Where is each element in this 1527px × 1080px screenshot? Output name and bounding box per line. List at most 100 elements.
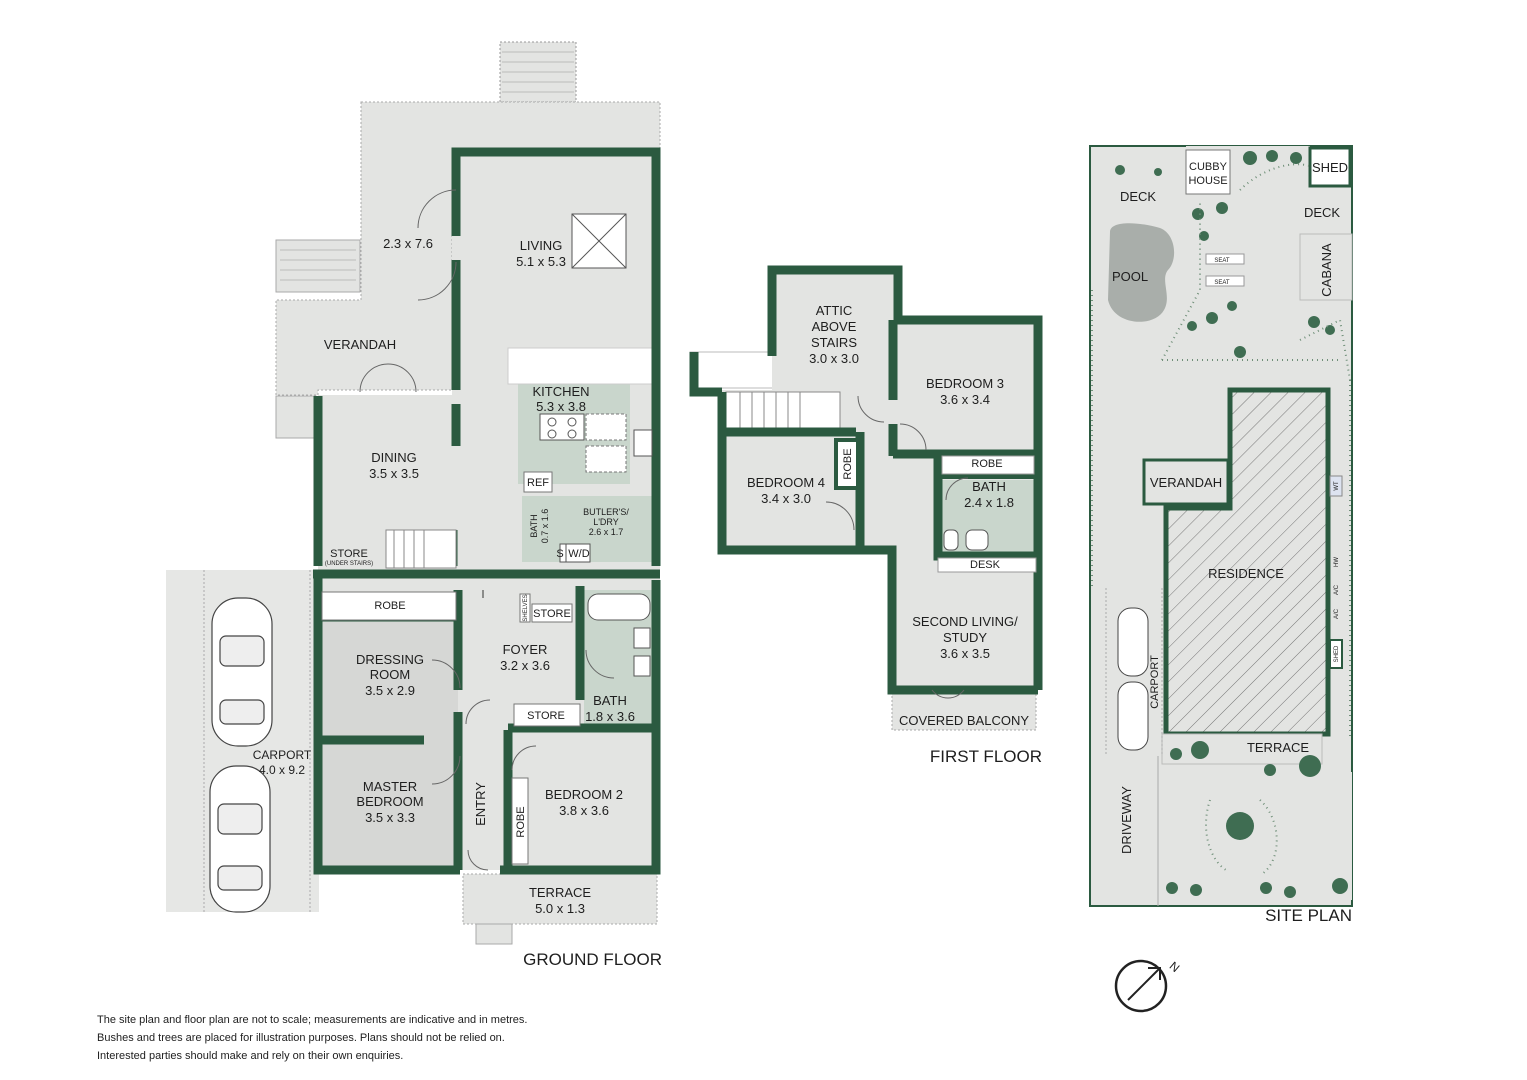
cubby-house-box	[1185, 149, 1231, 195]
shed-label: SHED	[1312, 160, 1348, 175]
robe-3-box	[941, 455, 1035, 475]
door-swings	[359, 189, 615, 871]
robe-4-box	[834, 438, 860, 490]
site-verandah-label: VERANDAH	[1150, 475, 1222, 490]
second-living-label-1: SECOND LIVING/	[912, 614, 1018, 629]
rear-stair-treads	[502, 51, 574, 93]
disclaimer-line-2: Bushes and trees are placed for illustra…	[97, 1032, 505, 1044]
site-verandah-box	[1142, 458, 1230, 506]
butlers-label-1: BUTLER'S/	[583, 507, 629, 517]
ref-label: REF	[527, 477, 549, 489]
first-bath-label: BATH	[972, 479, 1006, 494]
site-plan-title: SITE PLAN	[1265, 906, 1352, 925]
desk-label: DESK	[970, 559, 1001, 571]
site-plan	[1089, 145, 1353, 907]
store-a-label: STORE	[533, 608, 571, 620]
terrace-label: TERRACE	[529, 885, 591, 900]
bedroom2-dim: 3.8 x 3.6	[559, 803, 609, 818]
kitchen-label: KITCHEN	[532, 384, 589, 399]
robe-side	[511, 777, 529, 865]
first-floor-interior	[722, 270, 1036, 690]
north-label: N	[1167, 959, 1183, 975]
dining-label: DINING	[371, 450, 417, 465]
driveway-label: DRIVEWAY	[1119, 786, 1134, 854]
verandah-area	[275, 101, 661, 396]
butlers-dim: 2.6 x 1.7	[589, 527, 624, 537]
s-label: S	[556, 548, 563, 560]
balcony-label: COVERED BALCONY	[899, 713, 1029, 728]
living-dim: 5.1 x 5.3	[516, 254, 566, 269]
dining-dim: 3.5 x 3.5	[369, 466, 419, 481]
bedroom4-dim: 3.4 x 3.0	[761, 491, 811, 506]
cubby-label-1: CUBBY	[1189, 161, 1228, 173]
tree-icons	[1115, 150, 1348, 898]
first-stairs	[725, 391, 841, 429]
residence-label: RESIDENCE	[1208, 566, 1284, 581]
ac1-label: A/C	[1334, 584, 1340, 595]
robe3-label: ROBE	[971, 458, 1002, 470]
shelves-label: SHELVES	[523, 594, 529, 621]
carport-dim: 4.0 x 9.2	[259, 763, 305, 777]
deck2-label: DECK	[1304, 205, 1340, 220]
car-icon	[1117, 607, 1149, 677]
front-steps	[475, 923, 513, 945]
side-stair-treads	[280, 249, 356, 281]
wd-label: W/D	[568, 548, 589, 560]
first-floor-plan	[689, 265, 1043, 731]
dressing-dim: 3.5 x 2.9	[365, 683, 415, 698]
pool-label: POOL	[1112, 269, 1148, 284]
car-icon	[209, 765, 271, 913]
side-stairs	[275, 239, 361, 293]
covered-balcony-area	[891, 689, 1037, 731]
first-walls	[689, 265, 1043, 695]
verandah-top-dim: 2.3 x 7.6	[383, 236, 433, 251]
second-living-label-2: STUDY	[943, 630, 987, 645]
site-terrace-label: TERRACE	[1247, 740, 1309, 755]
internal-stairs	[385, 529, 457, 569]
deck1-label: DECK	[1120, 189, 1156, 204]
carport-label: CARPORT	[253, 748, 312, 762]
wt-label: WT	[1334, 481, 1340, 491]
attic-label-3: STAIRS	[811, 335, 857, 350]
pool-shape	[1108, 223, 1175, 322]
master-label-2: BEDROOM	[356, 794, 423, 809]
foyer-label: FOYER	[503, 642, 548, 657]
desk-box	[937, 557, 1037, 573]
bathtub-icon	[587, 593, 651, 621]
ground-walls	[313, 147, 661, 875]
terrace-dim: 5.0 x 1.3	[535, 901, 585, 916]
kitchen-bench	[507, 347, 655, 385]
second-living-dim: 3.6 x 3.5	[940, 646, 990, 661]
store-under-label: STORE	[330, 548, 368, 560]
robe4-label: ROBE	[842, 448, 854, 479]
bath-dim: 1.8 x 3.6	[585, 709, 635, 724]
seat1-label: SEAT	[1214, 258, 1230, 264]
store-under-sub: (UNDER STAIRS)	[325, 561, 373, 567]
dressing-label-2: ROOM	[370, 667, 410, 682]
cubby-label-2: HOUSE	[1188, 175, 1227, 187]
living-label: LIVING	[520, 238, 563, 253]
sink-icon	[633, 429, 653, 457]
small-stairs	[275, 395, 317, 439]
attic-label-2: ABOVE	[812, 319, 857, 334]
foyer-dim: 3.2 x 3.6	[500, 658, 550, 673]
disclaimer-line-1: The site plan and floor plan are not to …	[97, 1014, 528, 1026]
store-b-box	[513, 703, 581, 727]
robe-top-label: ROBE	[374, 600, 405, 612]
first-bath-dim: 2.4 x 1.8	[964, 495, 1014, 510]
butlers-label-2: L'DRY	[593, 517, 619, 527]
hw-label: HW	[1334, 557, 1340, 567]
shed-side-label: SHED	[1334, 645, 1340, 662]
north-compass-icon	[1114, 959, 1168, 1013]
master-dim: 3.5 x 3.3	[365, 810, 415, 825]
store-b-label: STORE	[527, 710, 565, 722]
attic-dim: 3.0 x 3.0	[809, 351, 859, 366]
car-icon	[211, 597, 273, 747]
robe-side-label: ROBE	[515, 806, 527, 837]
verandah-label: VERANDAH	[324, 337, 396, 352]
dressing-label-1: DRESSING	[356, 652, 424, 667]
bedroom3-dim: 3.6 x 3.4	[940, 392, 990, 407]
attic-label-1: ATTIC	[816, 303, 853, 318]
entry-label: ENTRY	[473, 782, 488, 826]
